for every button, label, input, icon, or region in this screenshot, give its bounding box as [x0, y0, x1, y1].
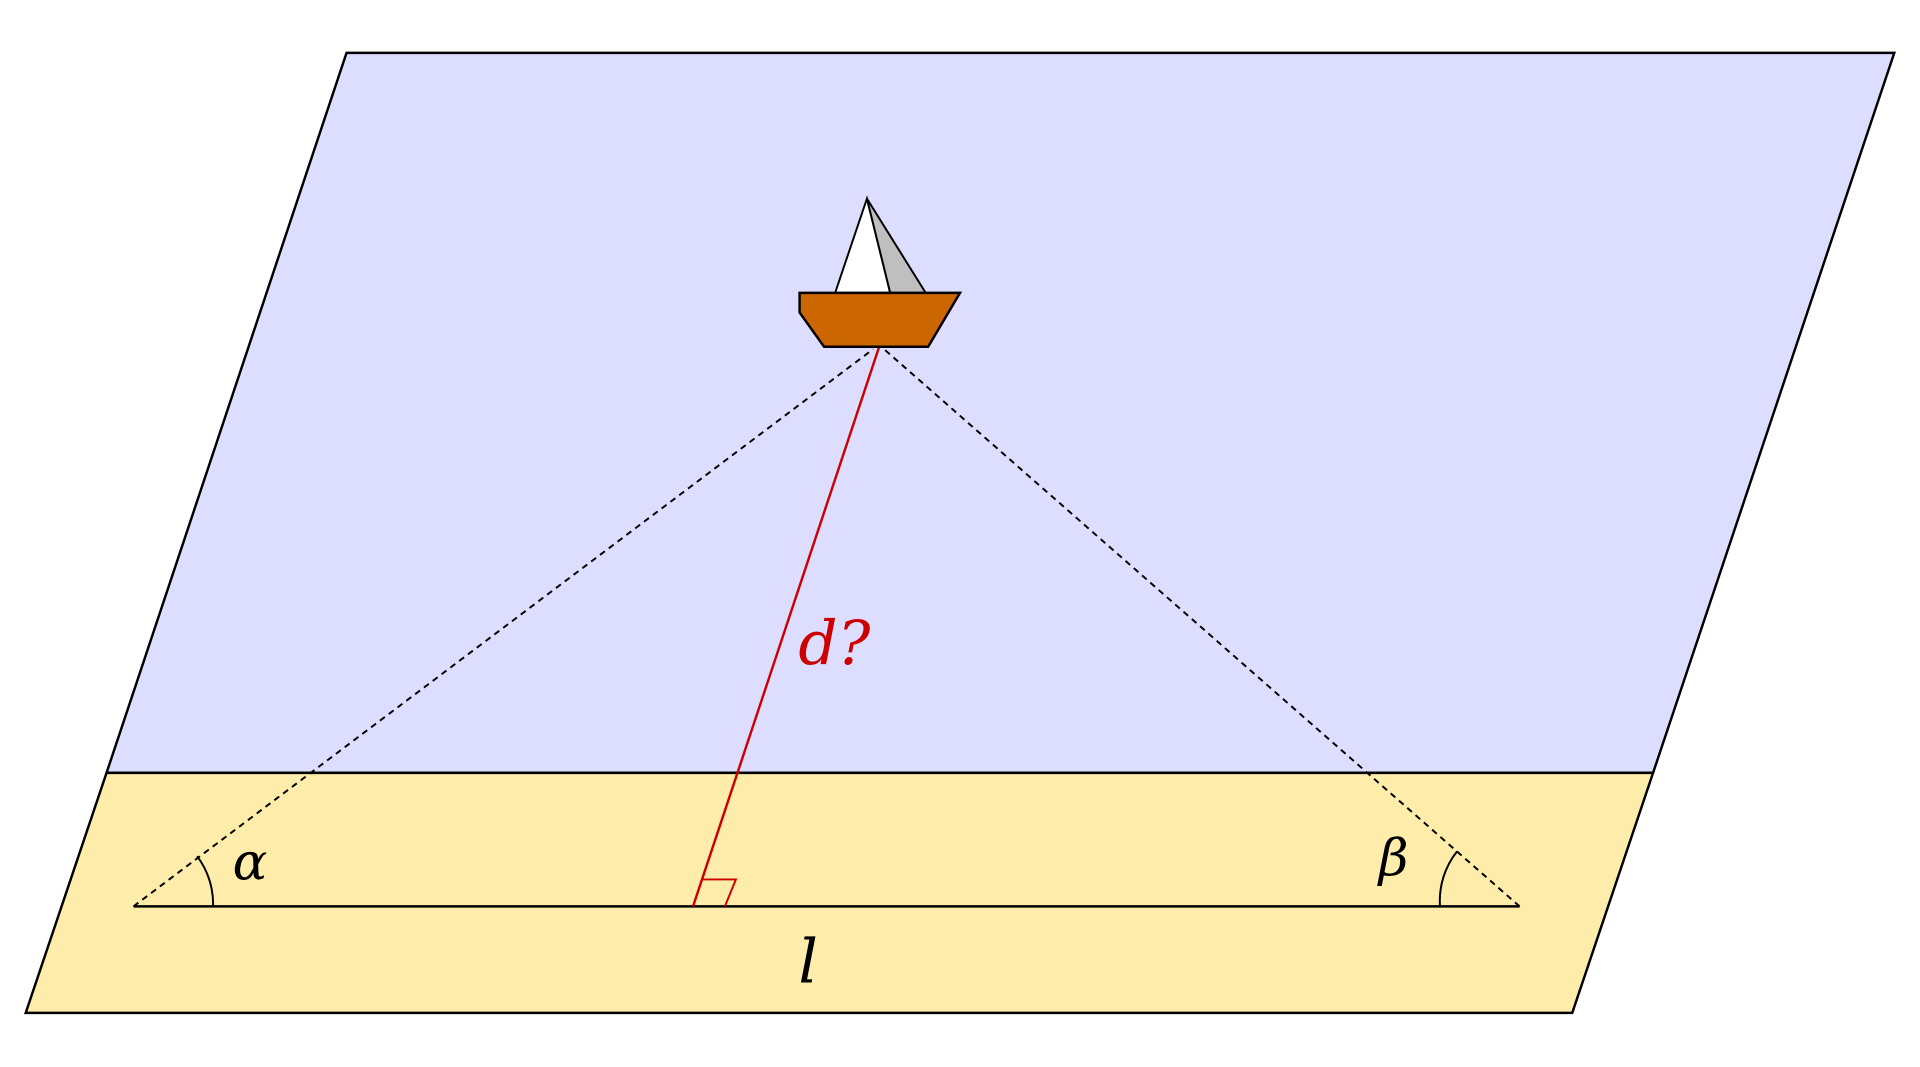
sightline-left: [132, 348, 874, 908]
beta-arc: [1438, 850, 1458, 907]
distance-line: [691, 346, 881, 907]
right-angle-mark: [701, 878, 738, 907]
baseline-label: l: [798, 926, 818, 997]
sightline-right: [883, 348, 1521, 908]
alpha-label: α: [233, 832, 268, 892]
beta-label: β: [1377, 829, 1409, 889]
water-region: [104, 51, 1896, 775]
distance-label: d?: [798, 608, 871, 679]
alpha-arc: [196, 855, 215, 907]
boat: [798, 195, 963, 348]
shore-region: [24, 771, 1655, 1015]
boat-hull: [798, 291, 963, 348]
